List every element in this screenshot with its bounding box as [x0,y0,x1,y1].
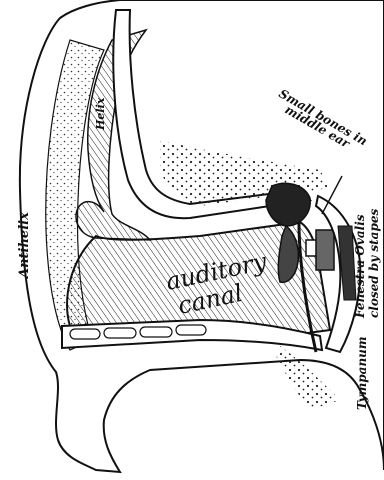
label-helix: Helix [94,97,107,131]
label-fenestra-line2: closed by stapes [367,209,381,318]
label-tympanum: Tympanum [355,336,369,410]
label-fenestra-line1: Fenestra Ovalis [353,214,367,319]
label-antihelix: Antihelix [17,212,32,280]
